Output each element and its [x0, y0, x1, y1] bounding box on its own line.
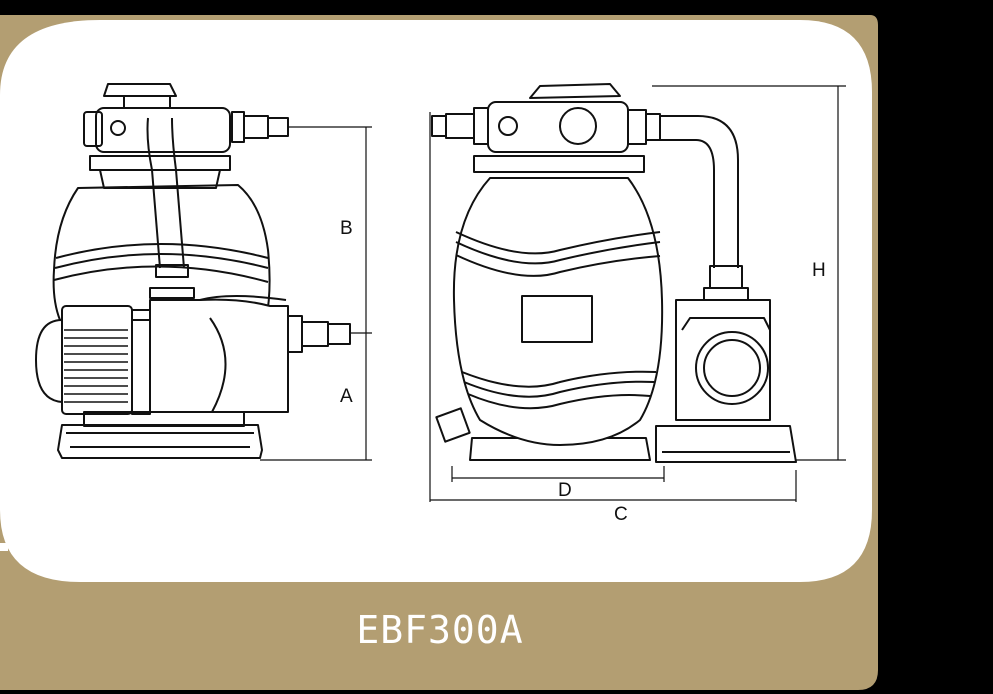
model-title: EBF300A	[356, 608, 524, 652]
dimension-label-h: H	[812, 260, 826, 281]
dimension-label-d: D	[558, 480, 572, 501]
side-dimension-lines	[260, 127, 372, 461]
front-view	[431, 83, 797, 463]
dimension-label-a: A	[340, 386, 353, 407]
panel-corner-fill	[0, 543, 8, 551]
side-view	[35, 83, 372, 459]
dimension-label-b: B	[340, 218, 353, 239]
dimension-label-c: C	[614, 504, 628, 525]
front-dimension-lines	[429, 85, 846, 502]
